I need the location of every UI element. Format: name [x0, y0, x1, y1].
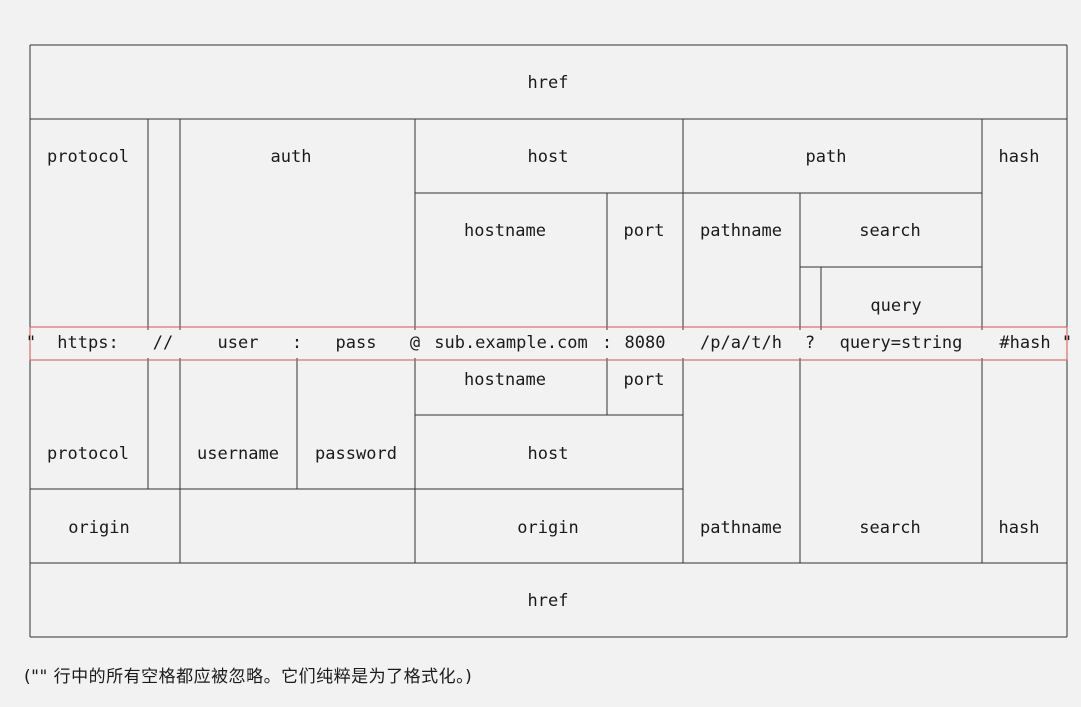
url-quote-close: " — [1062, 333, 1072, 353]
url-structure-diagram: href protocol auth host path hash hostname port… — [26, 44, 1072, 638]
url-port-colon: : — [602, 333, 612, 353]
pathname-label-lower: pathname — [700, 518, 782, 538]
labels: href protocol auth host path hash hostname port… — [26, 73, 1072, 611]
hostname-label-lower: hostname — [464, 370, 546, 390]
password-label: password — [315, 444, 397, 464]
url-pass: pass — [336, 333, 377, 353]
port-label: port — [624, 221, 665, 241]
url-quote-open: " — [26, 333, 36, 353]
host-label: host — [528, 147, 569, 167]
pathname-label: pathname — [700, 221, 782, 241]
origin-label-left: origin — [68, 518, 129, 538]
footnote: ("" 行中的所有空格都应被忽略。它们纯粹是为了格式化。) — [24, 667, 473, 687]
protocol-label: protocol — [47, 147, 129, 167]
url-query: query=string — [840, 333, 963, 353]
url-hash: #hash — [999, 333, 1050, 353]
auth-label: auth — [271, 147, 312, 167]
href-label-lower: href — [528, 591, 569, 611]
protocol-label-lower: protocol — [47, 444, 129, 464]
box-drawing-lines — [29, 44, 1068, 638]
url-user: user — [218, 333, 259, 353]
hash-label-lower: hash — [999, 518, 1040, 538]
url-hostname: sub.example.com — [434, 333, 588, 353]
url-line-highlight — [29, 326, 1068, 361]
query-label: query — [870, 296, 921, 316]
hash-label: hash — [999, 147, 1040, 167]
username-label: username — [197, 444, 279, 464]
url-at: @ — [410, 333, 420, 353]
url-protocol: https: — [57, 333, 118, 353]
url-port: 8080 — [625, 333, 666, 353]
origin-label-right: origin — [517, 518, 578, 538]
url-slashes: // — [153, 333, 173, 353]
path-label: path — [806, 147, 847, 167]
host-label-lower: host — [528, 444, 569, 464]
port-label-lower: port — [624, 370, 665, 390]
search-label-lower: search — [859, 518, 920, 538]
url-question: ? — [805, 333, 815, 353]
url-colon: : — [292, 333, 302, 353]
hostname-label: hostname — [464, 221, 546, 241]
href-label: href — [528, 73, 569, 93]
search-label: search — [859, 221, 920, 241]
url-pathname: /p/a/t/h — [700, 333, 782, 353]
